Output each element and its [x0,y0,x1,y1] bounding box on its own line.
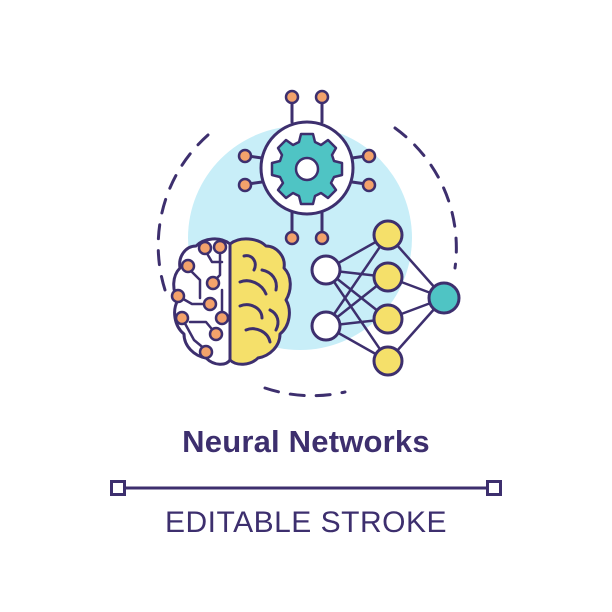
brain-circuit-icon [172,237,292,366]
dashed-ring [156,126,458,398]
subtitle: EDITABLE STROKE [164,506,447,539]
hidden-node [372,303,404,335]
hidden-node [372,345,404,377]
hidden-node [372,261,404,293]
hidden-node [372,219,404,251]
neural-network-icon [310,219,461,377]
input-node [310,310,342,342]
input-node [310,254,342,286]
divider-line [110,480,502,496]
output-node [427,281,461,315]
circuit-pin-dots [237,89,377,246]
brain-circuit-nodes [170,239,230,360]
title: Neural Networks [182,424,430,459]
gear-icon [270,132,344,206]
